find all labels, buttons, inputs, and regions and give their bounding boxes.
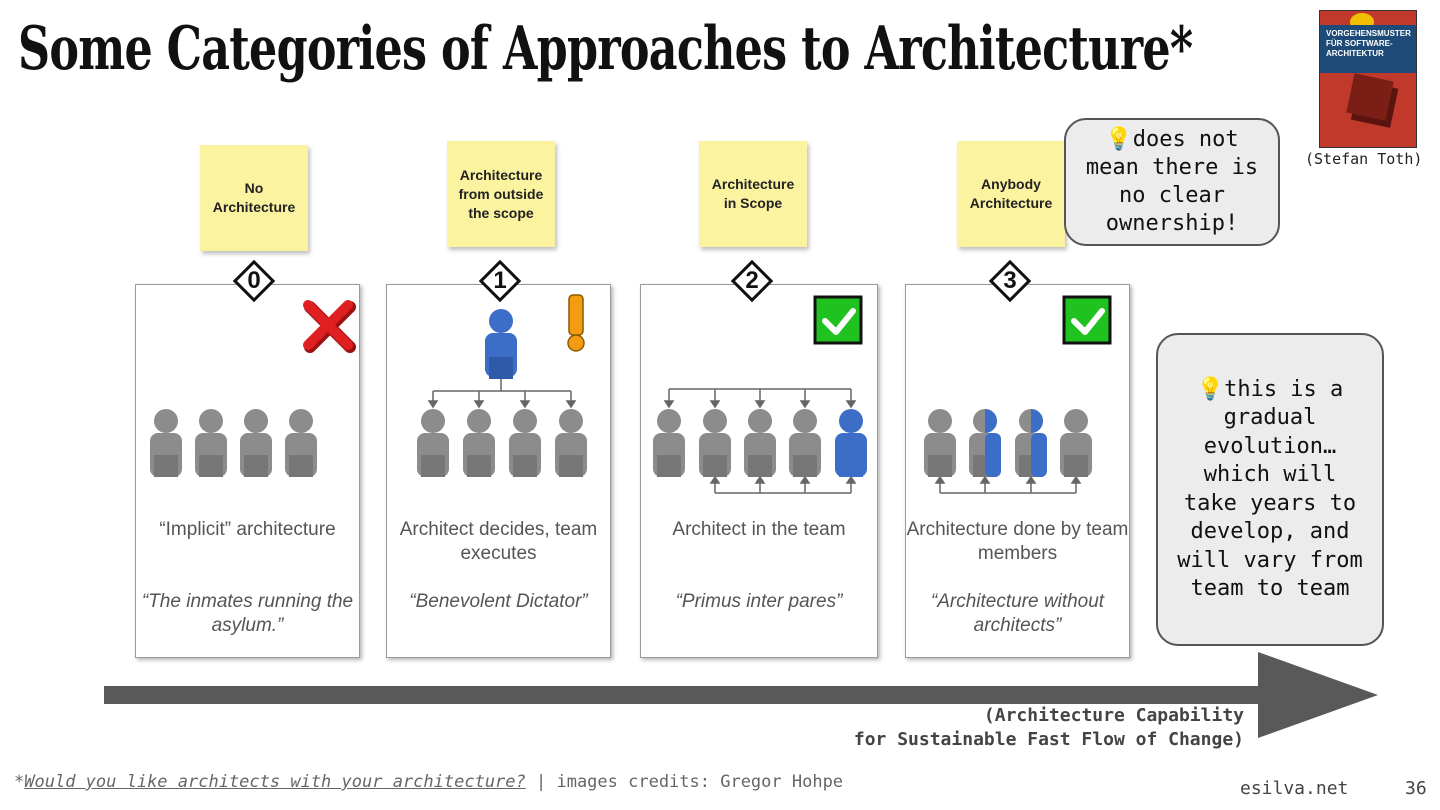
axis-label-line2: for Sustainable Fast Flow of Change) [853,729,1244,750]
approach-card-1: Architect decides, team executes “Benevo… [386,284,611,658]
image-credits: | images credits: Gregor Hohpe [525,772,844,792]
person-icon [744,409,776,477]
card-2-illustration [653,295,867,494]
page-number: 36 [1405,778,1427,799]
stage-number-3: 3 [988,259,1032,303]
sticky-note-label: Architecture from outside the scope [458,166,544,221]
exclamation-icon [567,294,585,352]
person-icon [285,409,317,477]
stage-number-0: 0 [232,259,276,303]
person-icon [195,409,227,477]
card-0-illustration [150,300,356,477]
axis-label: (Architecture Capability for Sustainable… [854,704,1244,752]
book-cube-icon [1346,73,1394,121]
ownership-bubble-text: 💡does not mean there is no clear ownersh… [1085,127,1259,236]
stage-number-label: 2 [745,267,759,294]
person-icon [509,409,541,477]
card-3-illustration [924,295,1112,494]
stage-number-label: 0 [247,267,261,294]
approach-card-2: Architect in the team “Primus inter pare… [640,284,878,658]
person-icon [1060,409,1092,477]
stage-number-label: 3 [1003,267,1017,294]
site-name: esilva.net [1240,778,1349,799]
axis-label-line1: (Architecture Capability [983,705,1244,726]
person-icon [969,409,1001,477]
footer-asterisk: * [14,772,25,792]
team-bottom-lines [934,475,1082,494]
person-icon [653,409,685,477]
green-check-icon [1062,295,1112,345]
person-icon [555,409,587,477]
team-top-lines [663,388,857,409]
footer-note: *Would you like architects with your arc… [14,772,843,792]
sticky-note-3: Anybody Architecture [957,141,1065,247]
approach-card-0: “Implicit” architecture “The inmates run… [135,284,360,658]
book-cover-title: VORGEHENSMUSTER FÜR SOFTWARE-ARCHITEKTUR [1326,29,1411,58]
evolution-bubble-text: 💡this is a gradual evolution… which will… [1177,376,1363,602]
architect-person-icon [485,309,517,379]
person-icon [150,409,182,477]
approach-quote: “Primus inter pares” [675,591,843,612]
sticky-note-1: Architecture from outside the scope [447,141,555,247]
card-1-illustration [417,294,587,477]
person-icon [417,409,449,477]
stage-number-1: 1 [478,259,522,303]
sticky-note-label: No Architecture [212,180,296,215]
sticky-note-2: Architecture in Scope [699,141,807,247]
team-bottom-lines [709,475,857,494]
approach-description: Architect decides, team executes [399,519,598,564]
article-link[interactable]: Would you like architects with your arch… [24,772,526,792]
approach-quote: “Architecture without architects” [930,591,1105,636]
stage-number-label: 1 [493,267,507,294]
ownership-bubble: 💡does not mean there is no clear ownersh… [1064,118,1280,246]
person-icon [1015,409,1047,477]
red-cross-icon [303,300,356,353]
capability-axis-arrow [104,652,1378,738]
approach-quote: “Benevolent Dictator” [409,591,588,612]
book-cover-image: VORGEHENSMUSTER FÜR SOFTWARE-ARCHITEKTUR [1319,10,1417,148]
approach-card-3: Architecture done by team members “Archi… [905,284,1130,658]
sticky-note-label: Architecture in Scope [711,176,795,211]
person-icon [240,409,272,477]
evolution-bubble: 💡this is a gradual evolution… which will… [1156,333,1384,646]
sticky-note-label: Anybody Architecture [969,176,1053,211]
person-icon [924,409,956,477]
approach-description: Architect in the team [672,519,846,540]
stage-number-2: 2 [730,259,774,303]
sticky-note-0: No Architecture [200,145,308,251]
person-icon [699,409,731,477]
book-caption: (Stefan Toth) [1305,150,1423,168]
person-icon [463,409,495,477]
person-icon [789,409,821,477]
hierarchy-lines [427,379,577,409]
slide-title: Some Categories of Approaches to Archite… [18,14,1193,84]
approach-description: Architecture done by team members [906,519,1129,564]
approach-description: “Implicit” architecture [159,519,336,540]
green-check-icon [813,295,863,345]
book-band [1320,25,1416,73]
approach-quote: “The inmates running the asylum.” [141,591,354,636]
person-icon [835,409,867,477]
